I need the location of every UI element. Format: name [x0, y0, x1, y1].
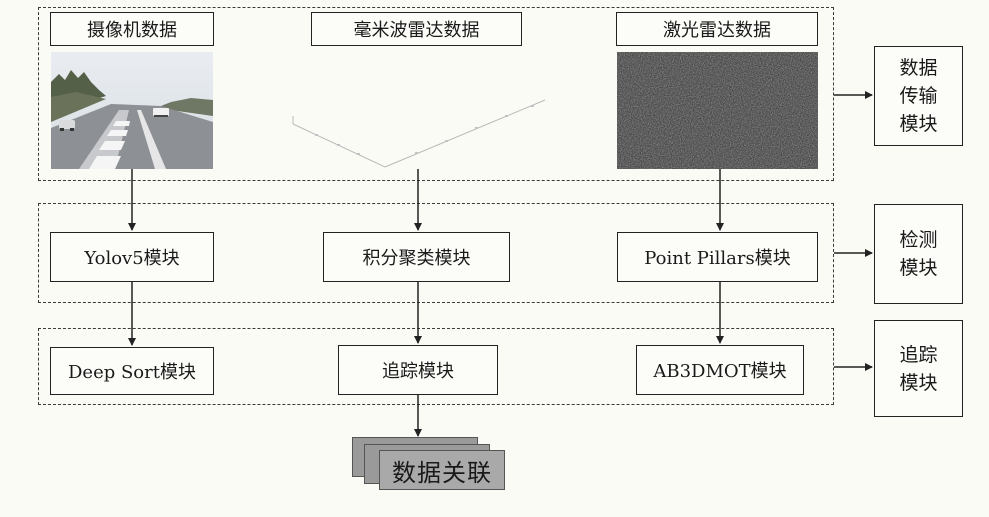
camera-image	[51, 52, 213, 169]
side-tracking-line-1: 追踪	[899, 343, 938, 366]
side-detection-line-1: 检测	[899, 229, 938, 251]
yolov5-module: Yolov5模块	[50, 232, 214, 282]
ab3dmot-module: AB3DMOT模块	[636, 345, 804, 395]
radar-plot	[285, 90, 550, 180]
radar-data-label: 毫米波雷达数据	[311, 12, 522, 46]
camera-data-label: 摄像机数据	[50, 12, 214, 46]
lidar-image	[617, 52, 818, 169]
side-tracking-module: 追踪 模块	[874, 320, 963, 417]
data-transmission-module: 数据 传输 模块	[874, 46, 963, 146]
side-transmission-line-1: 数据	[899, 57, 938, 79]
lidar-data-label: 激光雷达数据	[616, 12, 818, 46]
detection-module: 检测 模块	[874, 204, 963, 304]
tracking-group	[38, 328, 834, 405]
side-transmission-line-3: 模块	[899, 113, 938, 135]
data-association-label: 数据关联	[379, 450, 505, 490]
side-detection-line-2: 模块	[899, 257, 938, 279]
pointpillars-module: Point Pillars模块	[617, 232, 818, 282]
integral-clustering-module: 积分聚类模块	[323, 232, 510, 282]
data-association-output: 数据关联	[352, 437, 512, 495]
deep-sort-module: Deep Sort模块	[50, 347, 214, 395]
detection-group	[38, 203, 834, 303]
tracking-module: 追踪模块	[338, 345, 498, 395]
data-transmission-group	[38, 7, 834, 181]
side-tracking-line-2: 模块	[899, 371, 938, 394]
side-transmission-line-2: 传输	[899, 85, 938, 107]
